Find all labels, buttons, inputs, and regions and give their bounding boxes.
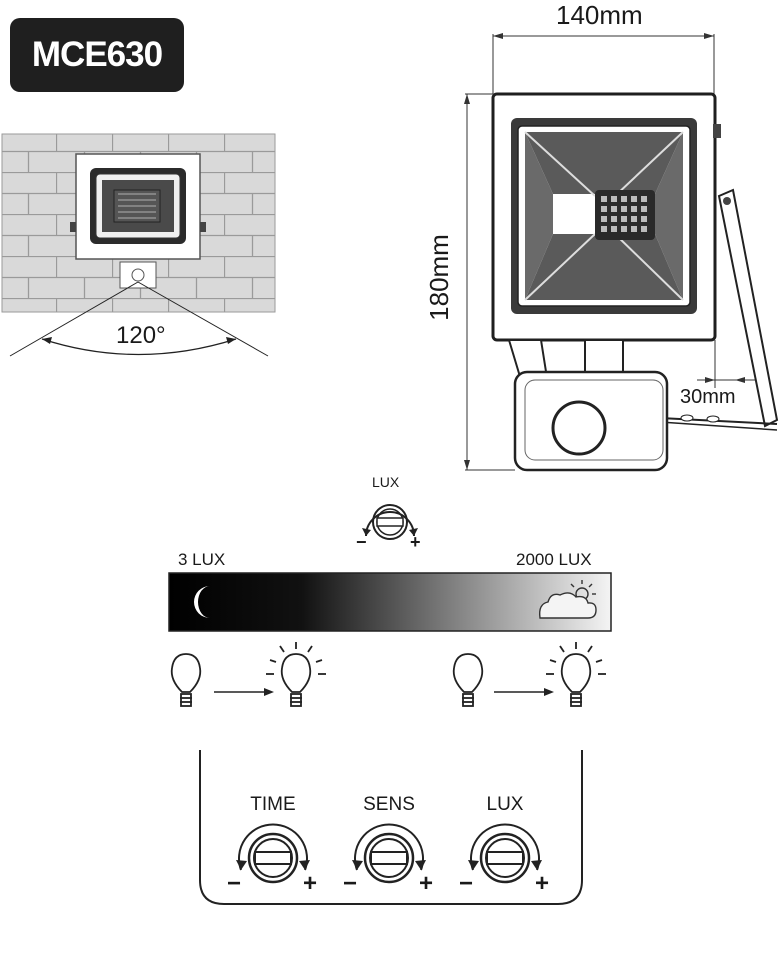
control-plus-time: + [303,870,318,897]
bulb-on-icon [546,642,606,707]
lux-max-label: 2000 LUX [516,550,592,569]
dial-icon [352,823,426,884]
detection-angle-label: 120° [116,322,166,349]
model-name: MCE630 [31,35,163,74]
control-minus-lux: − [459,870,474,897]
control-knob-time[interactable] [233,816,313,896]
control-label-time: TIME [250,794,296,815]
dimension-drawing [464,33,779,472]
height-dimension-label: 180mm [423,234,454,321]
lux-knob-label: LUX [372,474,400,490]
control-label-sens: SENS [363,794,415,815]
control-label-lux: LUX [486,794,524,815]
lux-knob-plus: + [410,532,421,552]
lux-illustration-bulbs [170,642,606,707]
control-minus-time: − [227,870,242,897]
wall-mount-illustration [1,133,276,357]
dial-icon [468,823,542,884]
moon-icon [194,586,210,618]
lux-knob-icon [362,504,418,540]
lux-gradient-bar [168,572,612,632]
dial-icon [236,823,310,884]
width-dimension-label: 140mm [556,0,643,30]
control-plus-lux: + [535,870,550,897]
control-plus-sens: + [419,870,434,897]
control-knob-sens[interactable] [349,816,429,896]
depth-dimension-label: 30mm [680,386,736,408]
bulb-off-icon [452,653,484,707]
control-knob-lux[interactable] [465,816,545,896]
bulb-on-icon [266,642,326,707]
control-panel-outline [199,750,583,905]
lux-min-label: 3 LUX [178,550,226,569]
lux-knob-minus: − [356,532,367,552]
sun-cloud-icon [538,580,597,619]
model-badge: MCE630 [10,18,184,92]
control-minus-sens: − [343,870,358,897]
bulb-off-icon [170,653,202,707]
